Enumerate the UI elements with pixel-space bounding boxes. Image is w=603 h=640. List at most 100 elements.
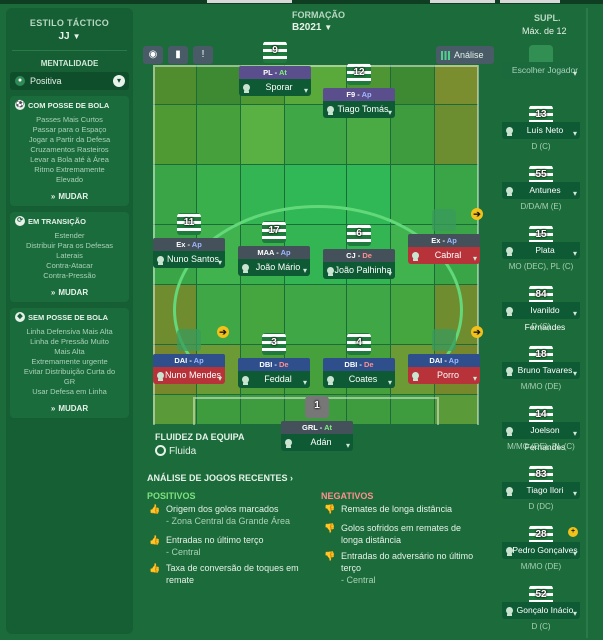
shirt-number: 18 (535, 349, 547, 360)
sub-player-select[interactable]: Plata▾ (502, 242, 580, 259)
shirt-number: 3 (271, 337, 277, 348)
player-name-select[interactable]: Feddal▾ (238, 371, 310, 388)
sub-player-position: D (C) (531, 142, 551, 151)
sub-player-select[interactable]: Ivanildo Fernandes▾ (502, 302, 580, 332)
top-bar (0, 0, 603, 4)
player-role[interactable]: CJ - De (323, 249, 395, 262)
duty-label: Ap (361, 90, 372, 99)
shield-icon: ◆ (15, 312, 25, 322)
pitch-zone (391, 395, 434, 424)
player-role[interactable]: Ex - Ap (408, 234, 480, 247)
ball-icon[interactable]: ◉ (143, 46, 163, 64)
tactical-style-selector[interactable]: JJ▼ (6, 31, 133, 42)
arrow-right-icon[interactable]: ➔ (217, 326, 229, 338)
sub-player-select[interactable]: Antunes▾ (502, 182, 580, 199)
thumb-up-icon: 👍 (149, 563, 161, 573)
duty-label: De (362, 251, 372, 260)
arrow-right-icon[interactable]: ➔ (471, 326, 483, 338)
player-name-select[interactable]: Porro▾ (408, 367, 480, 384)
role-label: DAI (174, 356, 188, 365)
transition-change-button[interactable]: »MUDAR (12, 288, 127, 297)
tactic-instruction: Extremamente urgente (31, 357, 108, 366)
player-role[interactable]: GRL - At (281, 421, 353, 434)
player-role[interactable]: DBI - De (238, 358, 310, 371)
with-ball-change-button[interactable]: »MUDAR (12, 192, 127, 201)
person-icon (506, 607, 513, 616)
sub-player-select[interactable]: Luís Neto▾ (502, 122, 580, 139)
player-role[interactable]: MAA - Ap (238, 246, 310, 259)
player-role[interactable]: F9 - Ap (323, 88, 395, 101)
duty-label: Ap (446, 236, 457, 245)
sub-player-select[interactable]: Pedro Gonçalves▾ (502, 542, 580, 559)
player-name-select[interactable]: Tiago Tomás▾ (323, 101, 395, 118)
person-icon (506, 487, 513, 496)
top-tab[interactable] (500, 0, 560, 3)
sub-player-select[interactable]: Bruno Tavares▾ (502, 362, 580, 379)
role-separator: - (185, 240, 192, 249)
person-icon (157, 256, 164, 265)
warning-icon[interactable]: + (568, 527, 578, 537)
scrollbar[interactable] (586, 8, 588, 638)
player-role[interactable]: DBI - De (323, 358, 395, 371)
positive-item: 👍Entradas no último terço- Central (147, 534, 317, 558)
top-tab[interactable] (430, 0, 495, 3)
choose-player-select[interactable]: Escolher Jogador▾ (502, 62, 580, 79)
chevron-down-icon: ▼ (324, 23, 333, 32)
negative-text: Golos sofridos em remates de longa distâ… (341, 523, 462, 545)
player-name-select[interactable]: Nuno Mendes▾ (153, 367, 225, 384)
bar-chart-icon[interactable]: ▮ (168, 46, 188, 64)
shirt-number: 52 (535, 589, 547, 600)
player-name-select[interactable]: Sporar▾ (239, 79, 311, 96)
analysis-label: Análise (454, 50, 484, 60)
without-ball-change-button[interactable]: »MUDAR (12, 404, 127, 413)
top-tab[interactable] (207, 0, 292, 3)
with-ball-header: ⚽COM POSSE DE BOLA (12, 100, 127, 110)
change-label: MUDAR (58, 192, 89, 201)
tactic-instruction: Contra-Atacar (46, 261, 93, 270)
alert-icon[interactable]: ! (193, 46, 213, 64)
player-name-select[interactable]: Adán▾ (281, 434, 353, 451)
player-name-select[interactable]: Nuno Santos▾ (153, 251, 225, 268)
tactic-instruction: Laterais (56, 251, 83, 260)
chevron-right-icon: › (290, 473, 294, 483)
mentality-select[interactable]: ● Positiva ▾ (10, 72, 129, 90)
formation-selector[interactable]: B2021 ▼ (292, 22, 332, 33)
player-role[interactable]: DAI - Ap (153, 354, 225, 367)
player-name: João Mário (255, 262, 301, 272)
player-name: João Palhinha (334, 265, 392, 275)
player-name-select[interactable]: João Palhinha▾ (323, 262, 395, 279)
player-role[interactable]: DAI - Ap (408, 354, 480, 367)
player-name-select[interactable]: Cabral▾ (408, 247, 480, 264)
formation-value: B2021 (292, 22, 322, 33)
player-name: Sporar (265, 82, 293, 92)
chevron-down-icon: ▾ (345, 441, 350, 450)
chevron-down-icon: ▾ (302, 266, 307, 275)
pitch-zone (197, 395, 240, 424)
shirt-number: 6 (356, 228, 362, 239)
mentality-icon: ● (15, 76, 25, 86)
chevron-down-icon: ▾ (572, 429, 577, 438)
arrow-right-icon[interactable]: ➔ (471, 208, 483, 220)
player-role[interactable]: PL - At (239, 66, 311, 79)
player-name-select[interactable]: João Mário▾ (238, 259, 310, 276)
recent-analysis-link[interactable]: ANÁLISE DE JOGOS RECENTES › (147, 473, 293, 483)
player-role[interactable]: Ex - Ap (153, 238, 225, 251)
sub-player-select[interactable]: Tiago Ilori▾ (502, 482, 580, 499)
sub-player-position: D/DA/M (E) (520, 202, 562, 211)
sub-player-select[interactable]: Gonçalo Inácio▾ (502, 602, 580, 619)
chevron-down-icon: ▾ (387, 108, 392, 117)
player-name-select[interactable]: Coates▾ (323, 371, 395, 388)
sub-player-select[interactable]: Joelson Fernandes▾ (502, 422, 580, 452)
analysis-button[interactable]: Análise (436, 46, 494, 64)
